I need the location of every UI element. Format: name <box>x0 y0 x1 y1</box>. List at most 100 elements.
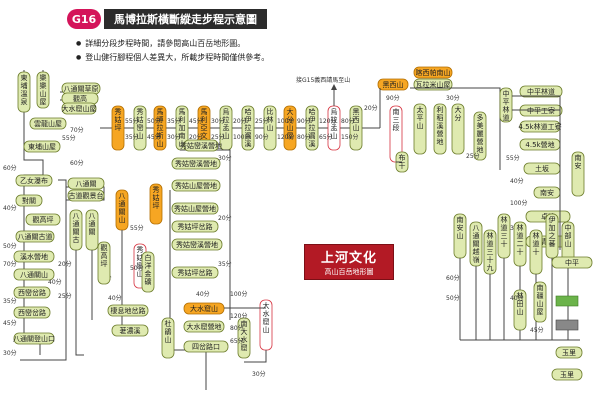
station-marker <box>25 213 61 226</box>
time-label: 25分 <box>58 292 72 300</box>
station-marker <box>29 117 67 130</box>
station-marker <box>571 151 585 197</box>
time-label: 50分 <box>446 294 460 302</box>
station-label: 南大水窟 <box>241 319 248 352</box>
station-marker <box>499 87 513 123</box>
station-label: 瓦拉米山屋 <box>416 80 451 89</box>
trail-segment <box>20 179 67 361</box>
station-label: 太平山 <box>417 105 424 130</box>
time-label: 60分 <box>446 274 460 282</box>
station-label: 樂樂山屋 <box>40 73 47 106</box>
station-marker <box>413 66 453 79</box>
logo-subtitle: 高山百岳地形圖 <box>324 268 374 276</box>
time-label: 80分 <box>297 133 311 141</box>
station-label: 秀姑坪 <box>115 107 122 132</box>
time-label: 25分 <box>255 117 269 125</box>
time-label: 35分 <box>167 117 181 125</box>
station-label: 布干 <box>399 153 406 170</box>
station-marker <box>413 103 427 155</box>
time-label: 35分 <box>3 297 17 305</box>
station-label: 西巒岔路 <box>18 308 46 317</box>
station-label: 秀姑山屋營地 <box>174 204 216 213</box>
time-label: 45分 <box>530 326 544 334</box>
time-label: 35分 <box>125 133 139 141</box>
station-label: 八通關山 <box>20 270 48 279</box>
station-marker <box>305 105 319 151</box>
trail-segment <box>169 190 207 390</box>
time-label: 20分 <box>189 133 203 141</box>
station-marker <box>141 251 155 293</box>
station-label: 秀姑坪岔路 <box>178 222 213 231</box>
note-2: 登山健行腳程個人差異大，所載步程時間僅供參考。 <box>76 52 269 63</box>
station-label: 古道觀景台 <box>69 191 104 200</box>
station-label: 雲龍山屋 <box>34 119 62 128</box>
page-title: 馬博拉斯橫斷縱走步程示意圖 <box>104 9 267 29</box>
time-label: 30分 <box>252 370 266 378</box>
time-label: 65分 <box>230 337 244 345</box>
station-label: 八通關古道 <box>18 232 53 241</box>
station-marker <box>171 238 223 251</box>
station-label: 馬利加南山 <box>179 108 186 148</box>
station-marker <box>36 71 50 109</box>
station-label: 八通關山 <box>119 192 126 224</box>
station-marker <box>237 317 251 359</box>
time-label: 60分 <box>3 164 17 172</box>
station-marker <box>533 281 547 323</box>
station-label: 東埔溫泉 <box>21 73 28 106</box>
station-label: 杜鵑山 <box>165 319 172 344</box>
station-marker <box>555 346 583 359</box>
station-marker <box>451 103 465 155</box>
station-label: 烏拉孟山 <box>331 107 338 140</box>
station-label: 比林山 <box>267 107 274 132</box>
station-label: 中平林道 <box>503 89 510 122</box>
station-label: 利稻溪營地 <box>437 105 444 146</box>
station-marker <box>551 256 593 269</box>
time-label: 25分 <box>211 133 225 141</box>
station-label: 南疆山屋 <box>537 283 544 316</box>
station-label: 秀姑坪岔路 <box>178 268 213 277</box>
trail-segment <box>75 250 84 356</box>
time-label: 55分 <box>125 117 139 125</box>
bus-icon <box>555 295 579 307</box>
station-marker <box>283 105 297 151</box>
station-marker <box>171 157 221 170</box>
time-label: 100分 <box>230 290 247 298</box>
logo-name: 上河文化 <box>320 251 377 266</box>
time-label: 70分 <box>3 260 17 268</box>
note-1: 詳細分段步程時間，請參閱高山百岳地形圖。 <box>76 38 245 49</box>
station-marker <box>171 266 219 279</box>
station-marker <box>111 324 149 337</box>
station-marker <box>149 183 163 225</box>
station-marker <box>413 78 453 91</box>
station-label: 對關 <box>22 196 36 205</box>
station-label: 秀姑山屋營地 <box>175 181 217 190</box>
station-marker <box>15 230 55 243</box>
station-marker <box>13 286 51 299</box>
station-label: 喀西帕南山 <box>416 68 451 77</box>
time-label: 40分 <box>510 177 524 185</box>
time-label: 20分 <box>364 104 378 112</box>
time-label: 120分 <box>277 133 294 141</box>
station-marker <box>23 140 61 153</box>
time-label: 25分 <box>466 152 480 160</box>
time-label: 30分 <box>446 94 460 102</box>
time-label: 120分 <box>319 117 336 125</box>
station-label: 多美麗營地 <box>477 113 484 154</box>
time-label: 35分 <box>218 260 232 268</box>
station-marker <box>513 289 527 331</box>
station-marker <box>171 220 219 233</box>
time-label: 20分 <box>218 214 232 222</box>
time-label: 80分 <box>230 324 244 332</box>
station-label: 四岔路口 <box>192 342 220 351</box>
station-label: 林田山 <box>517 291 524 316</box>
station-marker <box>153 105 167 151</box>
station-label: 中平 <box>565 258 579 267</box>
station-label: 秀姑巒山 <box>137 107 144 140</box>
station-marker <box>183 139 219 152</box>
station-marker <box>67 177 105 190</box>
station-marker <box>171 179 221 192</box>
station-marker <box>13 332 55 345</box>
time-label: 70分 <box>70 126 84 134</box>
